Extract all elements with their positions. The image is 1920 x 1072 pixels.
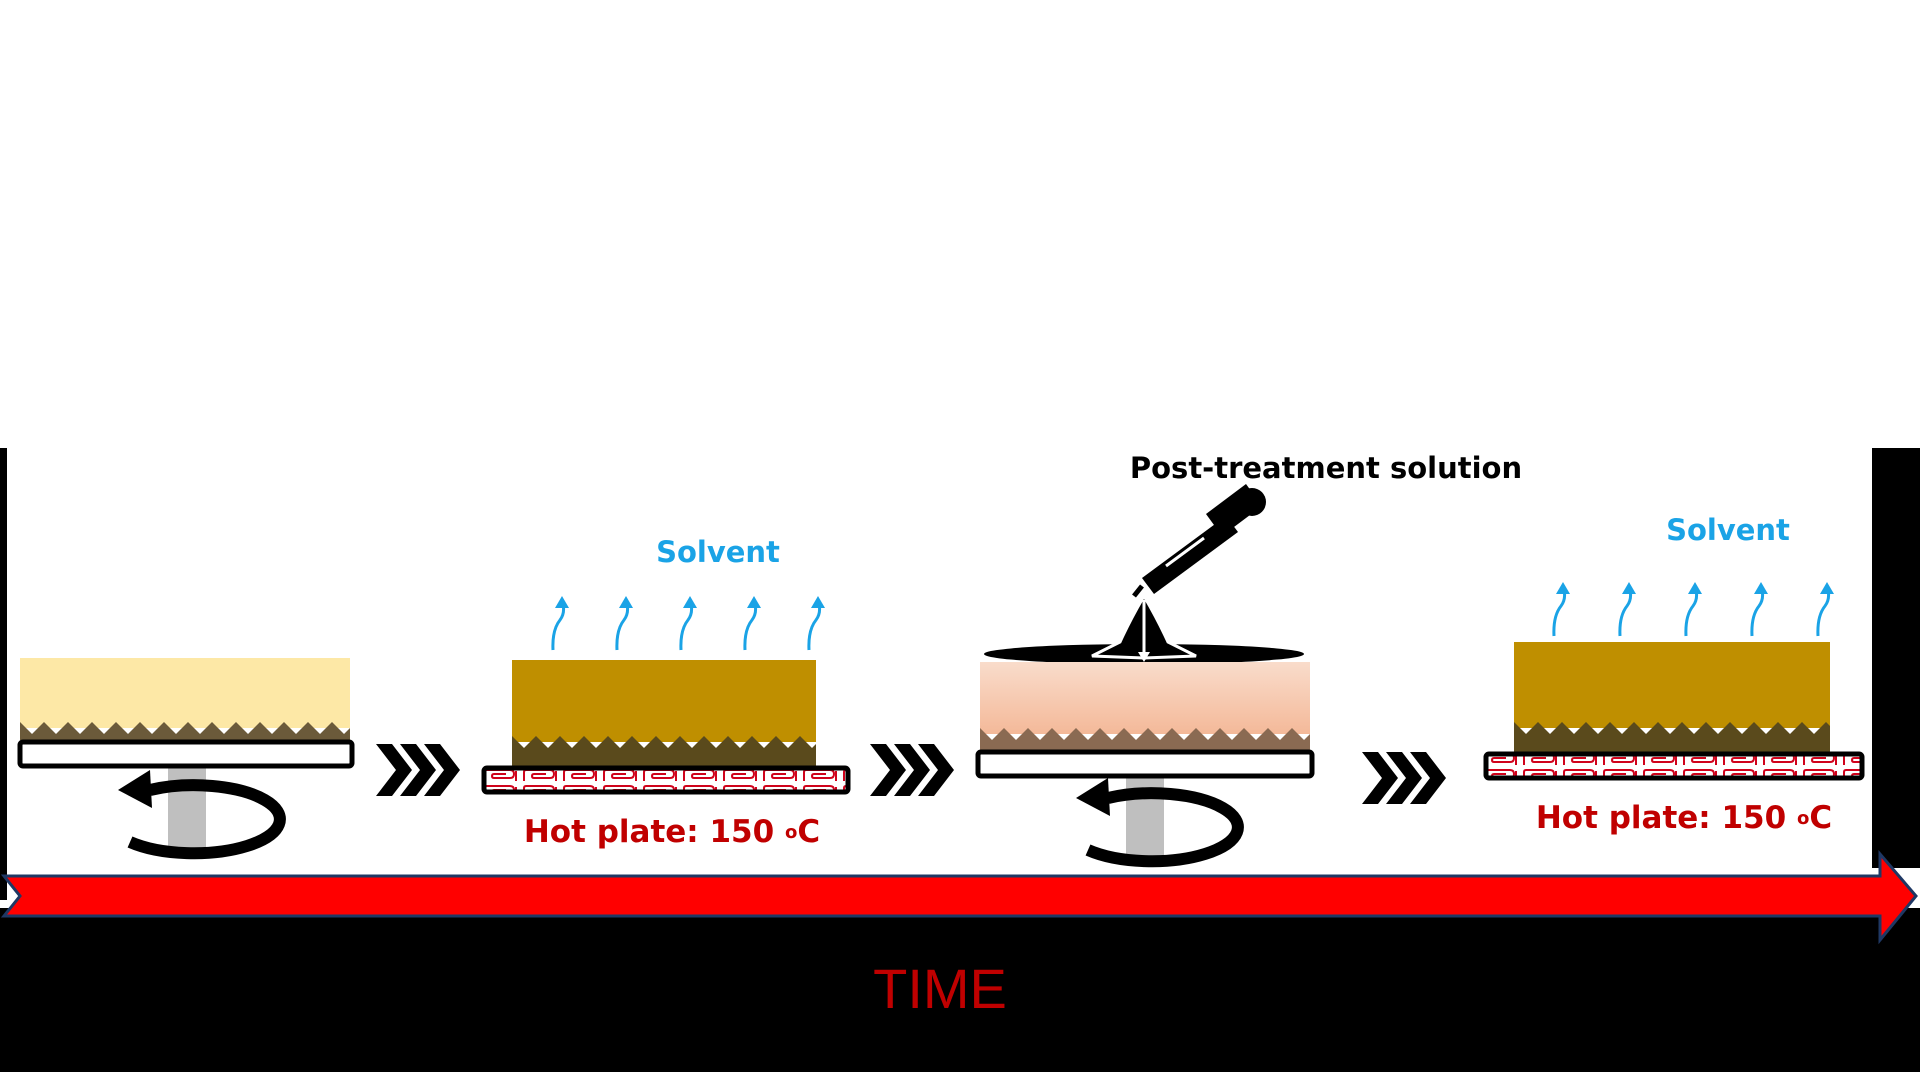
step-1-spin-coating <box>17 658 355 860</box>
step-1-wet-film <box>20 658 350 728</box>
step-arrow-2-chevrons <box>870 744 954 796</box>
step-3-rotation-icon <box>1085 787 1244 868</box>
step-1-rotation-arrowhead <box>118 770 152 808</box>
step-3-treated-film <box>980 662 1310 734</box>
step-4-hot-plate-text: Hot plate: 150 <box>1536 800 1797 836</box>
step-3-substrate-layer <box>980 728 1310 750</box>
step-4-solvent-label: Solvent <box>1666 513 1790 547</box>
step-3-splash-drop-icon <box>1091 593 1197 662</box>
step-2-degree-mark: o <box>785 822 797 843</box>
step-4-hot-plate-label: Hot plate: 150 oC <box>1536 800 1832 836</box>
time-axis-label: TIME <box>873 957 1007 1020</box>
right-frame-bar <box>1872 448 1920 868</box>
step-3-post-treatment: Post-treatment solution <box>975 451 1522 868</box>
step-2-annealing: Solvent Hot plate: 150 oC <box>481 535 851 850</box>
step-4-vapor-arrowheads <box>1556 582 1834 594</box>
step-4-final-annealing: Solvent Hot plate: 150 oC <box>1483 513 1865 836</box>
step-4-dried-film <box>1514 642 1830 728</box>
step-2-hot-plate-label: Hot plate: 150 oC <box>524 814 820 850</box>
step-1-rotation-icon <box>127 779 286 860</box>
step-4-unit: C <box>1809 800 1832 836</box>
step-arrow-1-chevrons <box>376 744 460 796</box>
step-3-spin-chuck <box>975 749 1315 779</box>
step-2-substrate-layer <box>512 736 816 766</box>
step-arrow-3-chevrons <box>1362 752 1446 804</box>
left-frame-bar <box>0 448 7 900</box>
step-2-dried-film <box>512 660 816 742</box>
step-2-hot-plate-text: Hot plate: 150 <box>524 814 785 850</box>
post-treatment-label: Post-treatment solution <box>1130 451 1522 485</box>
step-4-hot-plate <box>1483 751 1865 781</box>
step-3-rotation-arrowhead <box>1076 778 1110 816</box>
step-4-degree-mark: o <box>1797 808 1809 829</box>
step-2-vapor-arrowheads <box>555 596 825 608</box>
bottom-dark-band <box>0 908 1920 1072</box>
dropper-icon <box>1132 484 1266 598</box>
step-4-substrate-layer <box>1514 722 1830 752</box>
step-2-solvent-label: Solvent <box>656 535 780 569</box>
step-2-unit: C <box>797 814 820 850</box>
step-1-spin-chuck <box>17 739 355 769</box>
step-1-substrate-layer <box>20 722 350 740</box>
step-2-hot-plate <box>481 765 851 795</box>
time-arrow <box>0 849 1918 945</box>
